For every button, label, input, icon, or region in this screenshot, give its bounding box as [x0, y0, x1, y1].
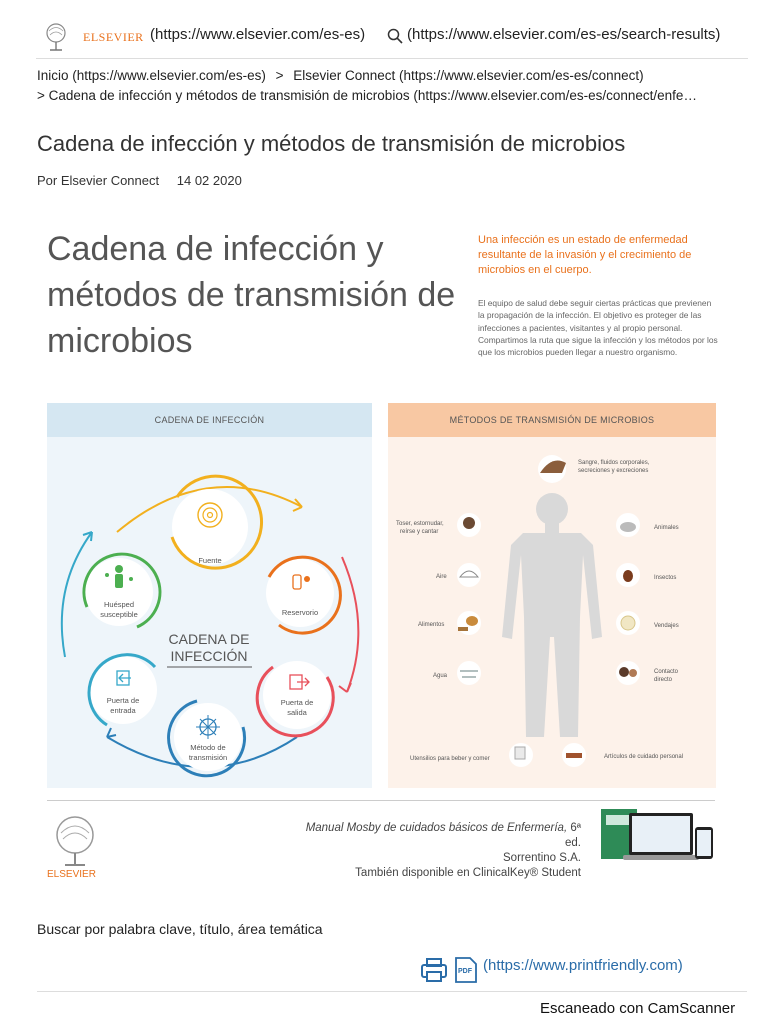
- book-title: Manual Mosby de cuidados básicos de Enfe…: [305, 822, 568, 834]
- breadcrumb-current[interactable]: > Cadena de infección y métodos de trans…: [37, 88, 697, 103]
- method-animales: Animales: [616, 513, 679, 537]
- chain-node-metodo: Método de transmisión: [167, 699, 247, 778]
- search-prompt[interactable]: Buscar por palabra clave, título, área t…: [37, 921, 323, 937]
- method-vendajes: Vendajes: [616, 611, 679, 635]
- elsevier-tree-logo-large: ELSEVIER: [47, 816, 96, 879]
- book-edition: 6ª ed.: [565, 822, 581, 849]
- chain-node-fuente: Fuente: [170, 474, 264, 570]
- method-sangre: Sangre, fluidos corporales, secreciones …: [538, 455, 650, 483]
- byline: Por Elsevier Connect 14 02 2020: [37, 173, 242, 188]
- divider: [37, 991, 747, 992]
- node-label-fuente: Fuente: [198, 556, 221, 565]
- comb-icon: [566, 753, 582, 758]
- node-label-entrada-1: Puerta de: [107, 696, 140, 705]
- method-articulos: Artículos de cuidado personal: [562, 743, 683, 767]
- svg-text:Insectos: Insectos: [654, 575, 676, 581]
- method-toser: Toser, estornudar, reírse y cantar: [396, 513, 481, 537]
- methods-diagram: Sangre, fluidos corporales, secreciones …: [396, 455, 683, 767]
- cup-icon: [514, 746, 526, 760]
- svg-text:Contacto: Contacto: [654, 669, 679, 675]
- method-aire: Aire: [436, 563, 481, 587]
- chain-center-line1: CADENA DE: [169, 631, 250, 647]
- author: Por Elsevier Connect: [37, 173, 160, 188]
- book-author: Sorrentino S.A.: [503, 852, 581, 864]
- node-label-huesped-2: susceptible: [100, 610, 138, 619]
- svg-text:PDF: PDF: [458, 968, 473, 975]
- poster-title: Cadena de infección y métodos de transmi…: [47, 230, 456, 360]
- chain-panel-header: CADENA DE INFECCIÓN: [47, 403, 372, 437]
- chain-node-huesped: Huésped susceptible: [82, 552, 162, 629]
- site-header: ELSEVIER (https://www.elsevier.com/es-es…: [36, 16, 748, 59]
- svg-text:Sangre, fluidos corporales,: Sangre, fluidos corporales,: [578, 460, 650, 466]
- meat-icon: [540, 460, 566, 473]
- bandage-icon: [620, 615, 636, 631]
- pdf-icon[interactable]: PDF: [455, 957, 477, 983]
- svg-text:directo: directo: [654, 677, 673, 683]
- fingerprint-icon: [197, 502, 223, 528]
- kiss-icon: [619, 667, 629, 677]
- poster-body: El equipo de salud debe seguir ciertas p…: [478, 298, 718, 358]
- chain-diagram: Fuente Reservorio Puerta de salida Métod…: [60, 474, 360, 778]
- book-availability: También disponible en ClinicalKey® Stude…: [355, 867, 581, 879]
- chain-of-infection-panel: CADENA DE INFECCIÓN Fuente Reservorio: [47, 403, 372, 788]
- printfriendly-link[interactable]: (https://www.printfriendly.com): [483, 957, 683, 974]
- method-agua: Agua: [433, 661, 481, 685]
- svg-text:Alimentos: Alimentos: [418, 622, 444, 628]
- svg-text:Animales: Animales: [654, 525, 679, 531]
- infographic-footer: ELSEVIER Manual Mosby de cuidados básico…: [47, 800, 715, 891]
- svg-text:reírse y cantar: reírse y cantar: [400, 529, 438, 535]
- method-contacto: Contacto directo: [616, 661, 679, 685]
- book-devices-illustration: [601, 809, 713, 860]
- coughing-person-icon: [463, 517, 475, 529]
- svg-text:Toser, estornudar,: Toser, estornudar,: [396, 521, 444, 527]
- faucet-icon: [460, 670, 478, 678]
- scanner-watermark: Escaneado con CamScanner: [540, 1000, 736, 1017]
- node-label-entrada-2: entrada: [110, 706, 136, 715]
- breadcrumb-connect[interactable]: Elsevier Connect (https://www.elsevier.c…: [293, 68, 644, 83]
- chain-node-salida: Puerta de salida: [255, 661, 335, 738]
- method-insectos: Insectos: [616, 563, 676, 587]
- node-label-huesped-1: Huésped: [104, 600, 134, 609]
- svg-text:secreciones y excreciones: secreciones y excreciones: [578, 468, 648, 474]
- breadcrumb-home[interactable]: Inicio (https://www.elsevier.com/es-es): [37, 68, 266, 83]
- chain-center-line2: INFECCIÓN: [171, 648, 248, 664]
- methods-panel-header: MÉTODOS DE TRANSMISIÓN DE MICROBIOS: [388, 403, 716, 437]
- node-label-salida-1: Puerta de: [281, 698, 314, 707]
- poster-intro: Una infección es un estado de enfermedad…: [478, 234, 692, 276]
- elsevier-tree-logo[interactable]: [38, 22, 74, 52]
- breadcrumb: Inicio (https://www.elsevier.com/es-es) …: [37, 66, 749, 106]
- node-label-salida-2: salida: [287, 708, 307, 717]
- home-link[interactable]: (https://www.elsevier.com/es-es): [150, 26, 366, 43]
- node-label-metodo-2: transmisión: [189, 753, 227, 762]
- node-label-reservorio: Reservorio: [282, 608, 318, 617]
- search-icon[interactable]: [387, 28, 403, 44]
- human-silhouette: [502, 493, 602, 737]
- svg-text:Artículos de cuidado personal: Artículos de cuidado personal: [604, 754, 683, 760]
- node-label-metodo-1: Método de: [190, 743, 225, 752]
- method-utensilios: Utensilios para beber y comer: [410, 743, 533, 767]
- svg-text:Agua: Agua: [433, 673, 448, 679]
- publish-date: 14 02 2020: [176, 173, 242, 188]
- svg-text:Vendajes: Vendajes: [654, 623, 679, 629]
- chain-node-entrada: Puerta de entrada: [87, 653, 157, 727]
- transmission-methods-panel: MÉTODOS DE TRANSMISIÓN DE MICROBIOS Sang…: [388, 403, 716, 788]
- print-icon[interactable]: [421, 958, 447, 982]
- footer-brand: ELSEVIER: [47, 869, 96, 879]
- chain-node-reservorio: Reservorio: [266, 555, 342, 635]
- search-link[interactable]: (https://www.elsevier.com/es-es/search-r…: [407, 26, 721, 43]
- book-reference: Manual Mosby de cuidados básicos de Enfe…: [299, 821, 581, 881]
- person-icon: [115, 565, 123, 573]
- cloud-icon: [458, 570, 480, 578]
- tick-icon: [623, 570, 633, 582]
- print-tools: PDF: [421, 957, 477, 983]
- brand-name[interactable]: ELSEVIER: [83, 30, 144, 44]
- page-title: Cadena de infección y métodos de transmi…: [37, 131, 626, 156]
- food-icon: [466, 616, 478, 626]
- test-tube-icon: [292, 574, 302, 590]
- mouse-icon: [620, 522, 636, 532]
- breadcrumb-separator: >: [275, 68, 284, 83]
- method-alimentos: Alimentos: [418, 611, 481, 635]
- svg-text:Aire: Aire: [436, 574, 447, 580]
- svg-text:Utensilios para beber y comer: Utensilios para beber y comer: [410, 756, 490, 762]
